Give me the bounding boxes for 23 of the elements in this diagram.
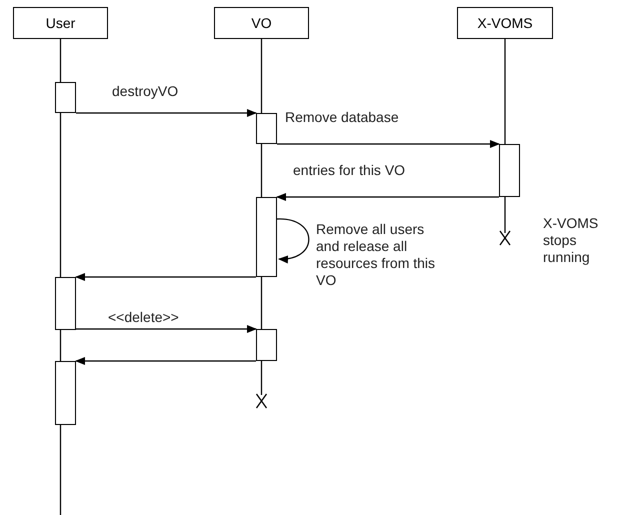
message-label: Remove database — [285, 109, 399, 126]
message-arrow — [75, 357, 256, 365]
message-arrow — [76, 325, 257, 333]
message-arrow — [76, 109, 257, 117]
message-label: <<delete>> — [108, 309, 179, 326]
activation-bar — [55, 277, 76, 330]
message-label: Remove all users and release all resources from this VO — [316, 221, 436, 289]
participant-box: X-VOMS — [457, 7, 553, 39]
message-arrow — [277, 140, 500, 148]
activation-bar — [55, 82, 76, 113]
message-label: entries for this VO — [293, 162, 406, 179]
activation-bar — [256, 329, 277, 361]
message-arrow — [276, 193, 499, 201]
note-text: X-VOMS stops running — [543, 215, 600, 266]
activation-bar — [256, 113, 277, 144]
participant-box: User — [13, 7, 108, 39]
activation-bar — [55, 361, 76, 425]
message-label: destroyVO — [112, 83, 178, 100]
self-message-arrow — [276, 218, 310, 263]
activation-bar — [499, 144, 520, 197]
activation-bar — [256, 197, 277, 277]
participant-box: VO — [214, 7, 309, 39]
message-arrow — [75, 273, 256, 281]
